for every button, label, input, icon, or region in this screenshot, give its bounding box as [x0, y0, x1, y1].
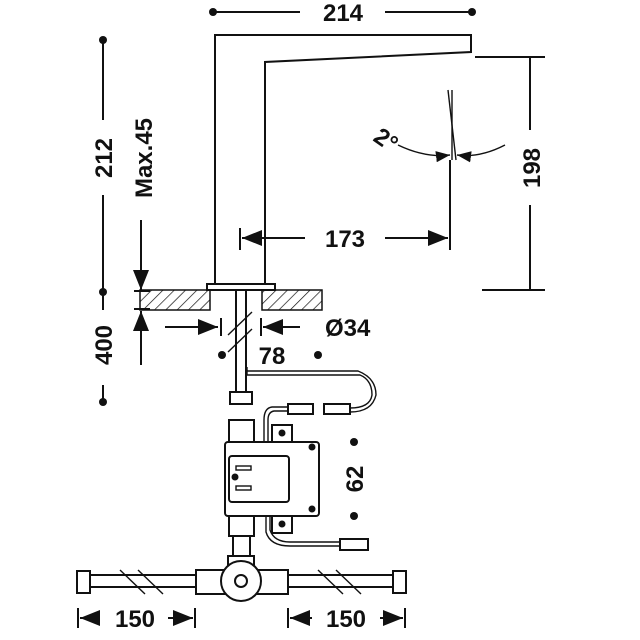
label-below-counter: 400	[91, 325, 118, 365]
valve-hoses	[76, 555, 407, 602]
label-max-counter: Max.45	[131, 118, 158, 198]
dimension-spout-reach: 173	[239, 160, 451, 253]
dimension-width: 214	[209, 0, 476, 27]
dimension-angle: 2°	[369, 89, 506, 163]
dimension-heights-left: 212 400 Max.45	[91, 36, 158, 406]
label-hose-offset: 78	[259, 343, 286, 370]
dimension-hoses: 150 150	[77, 606, 406, 633]
control-box: 62	[224, 419, 369, 557]
label-hole-diameter: Ø34	[325, 315, 371, 342]
label-left-hose: 150	[115, 606, 155, 633]
label-spout-reach: 173	[325, 226, 365, 253]
label-angle: 2°	[369, 123, 403, 158]
dimension-spout-height: 198	[475, 56, 546, 291]
countertop	[139, 289, 323, 405]
label-total-height: 212	[91, 138, 118, 178]
sensor-cable	[246, 367, 377, 442]
label-width: 214	[323, 0, 364, 27]
label-spout-height: 198	[519, 148, 546, 188]
label-box-height: 62	[342, 466, 369, 493]
label-right-hose: 150	[326, 606, 366, 633]
dimension-hole: Ø34 78	[165, 315, 371, 370]
